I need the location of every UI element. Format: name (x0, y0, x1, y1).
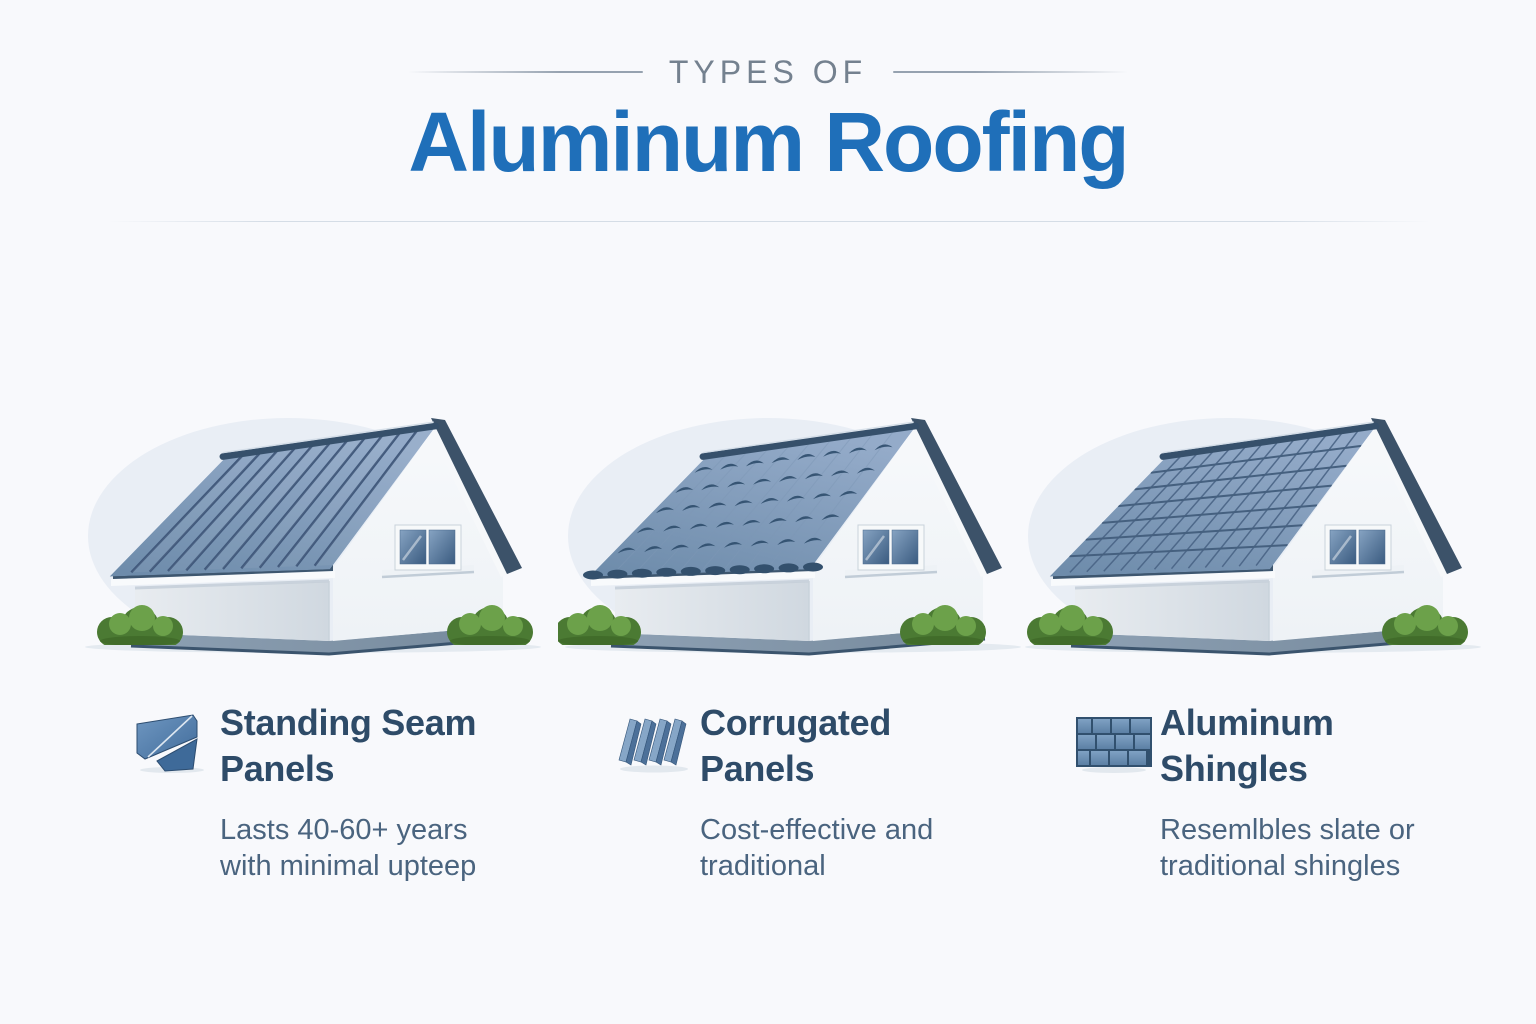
aluminum-shingles-icon (1070, 710, 1156, 774)
section-description: Resemlbles slate or traditional shingles (1160, 812, 1490, 884)
house-illustration-corrugated (558, 398, 1028, 663)
section-description-line2: with minimal upteep (220, 850, 477, 882)
section-title: Standing Seam Panels (220, 700, 550, 792)
section-description-line2: traditional (700, 850, 826, 882)
section-title-line1: Aluminum (1160, 702, 1334, 743)
section-standing-seam: Standing Seam Panels Lasts 40-60+ years … (80, 700, 550, 920)
section-texts: Corrugated Panels Cost-effective and tra… (700, 700, 1030, 884)
section-description: Cost-effective and traditional (700, 812, 1030, 884)
section-title: Aluminum Shingles (1160, 700, 1490, 792)
section-texts: Aluminum Shingles Resemlbles slate or tr… (1160, 700, 1490, 884)
header-divider (108, 221, 1430, 222)
eyebrow-right-line (893, 71, 1129, 73)
section-title: Corrugated Panels (700, 700, 1030, 792)
standing-seam-panel-icon (130, 710, 216, 774)
page-title: Aluminum Roofing (408, 95, 1129, 189)
section-description-line1: Cost-effective and (700, 814, 934, 846)
section-description: Lasts 40-60+ years with minimal upteep (220, 812, 550, 884)
section-description-line2: traditional shingles (1160, 850, 1401, 882)
section-corrugated: Corrugated Panels Cost-effective and tra… (560, 700, 1030, 920)
section-description-line1: Lasts 40-60+ years (220, 814, 468, 846)
section-texts: Standing Seam Panels Lasts 40-60+ years … (220, 700, 550, 884)
section-description-line1: Resemlbles slate or (1160, 814, 1415, 846)
section-shingles: Aluminum Shingles Resemlbles slate or tr… (1020, 700, 1490, 920)
section-title-line2: Shingles (1160, 748, 1308, 789)
corrugated-panel-icon (610, 710, 696, 774)
header-eyebrow-row: TYPES OF (0, 52, 1536, 92)
section-title-line1: Standing Seam (220, 702, 477, 743)
section-title-line1: Corrugated (700, 702, 892, 743)
section-title-line2: Panels (220, 748, 335, 789)
eyebrow-left-line (407, 71, 643, 73)
house-illustration-standing-seam (78, 398, 548, 663)
section-title-line2: Panels (700, 748, 815, 789)
header-eyebrow: TYPES OF (668, 53, 868, 90)
house-illustration-shingles (1018, 398, 1488, 663)
